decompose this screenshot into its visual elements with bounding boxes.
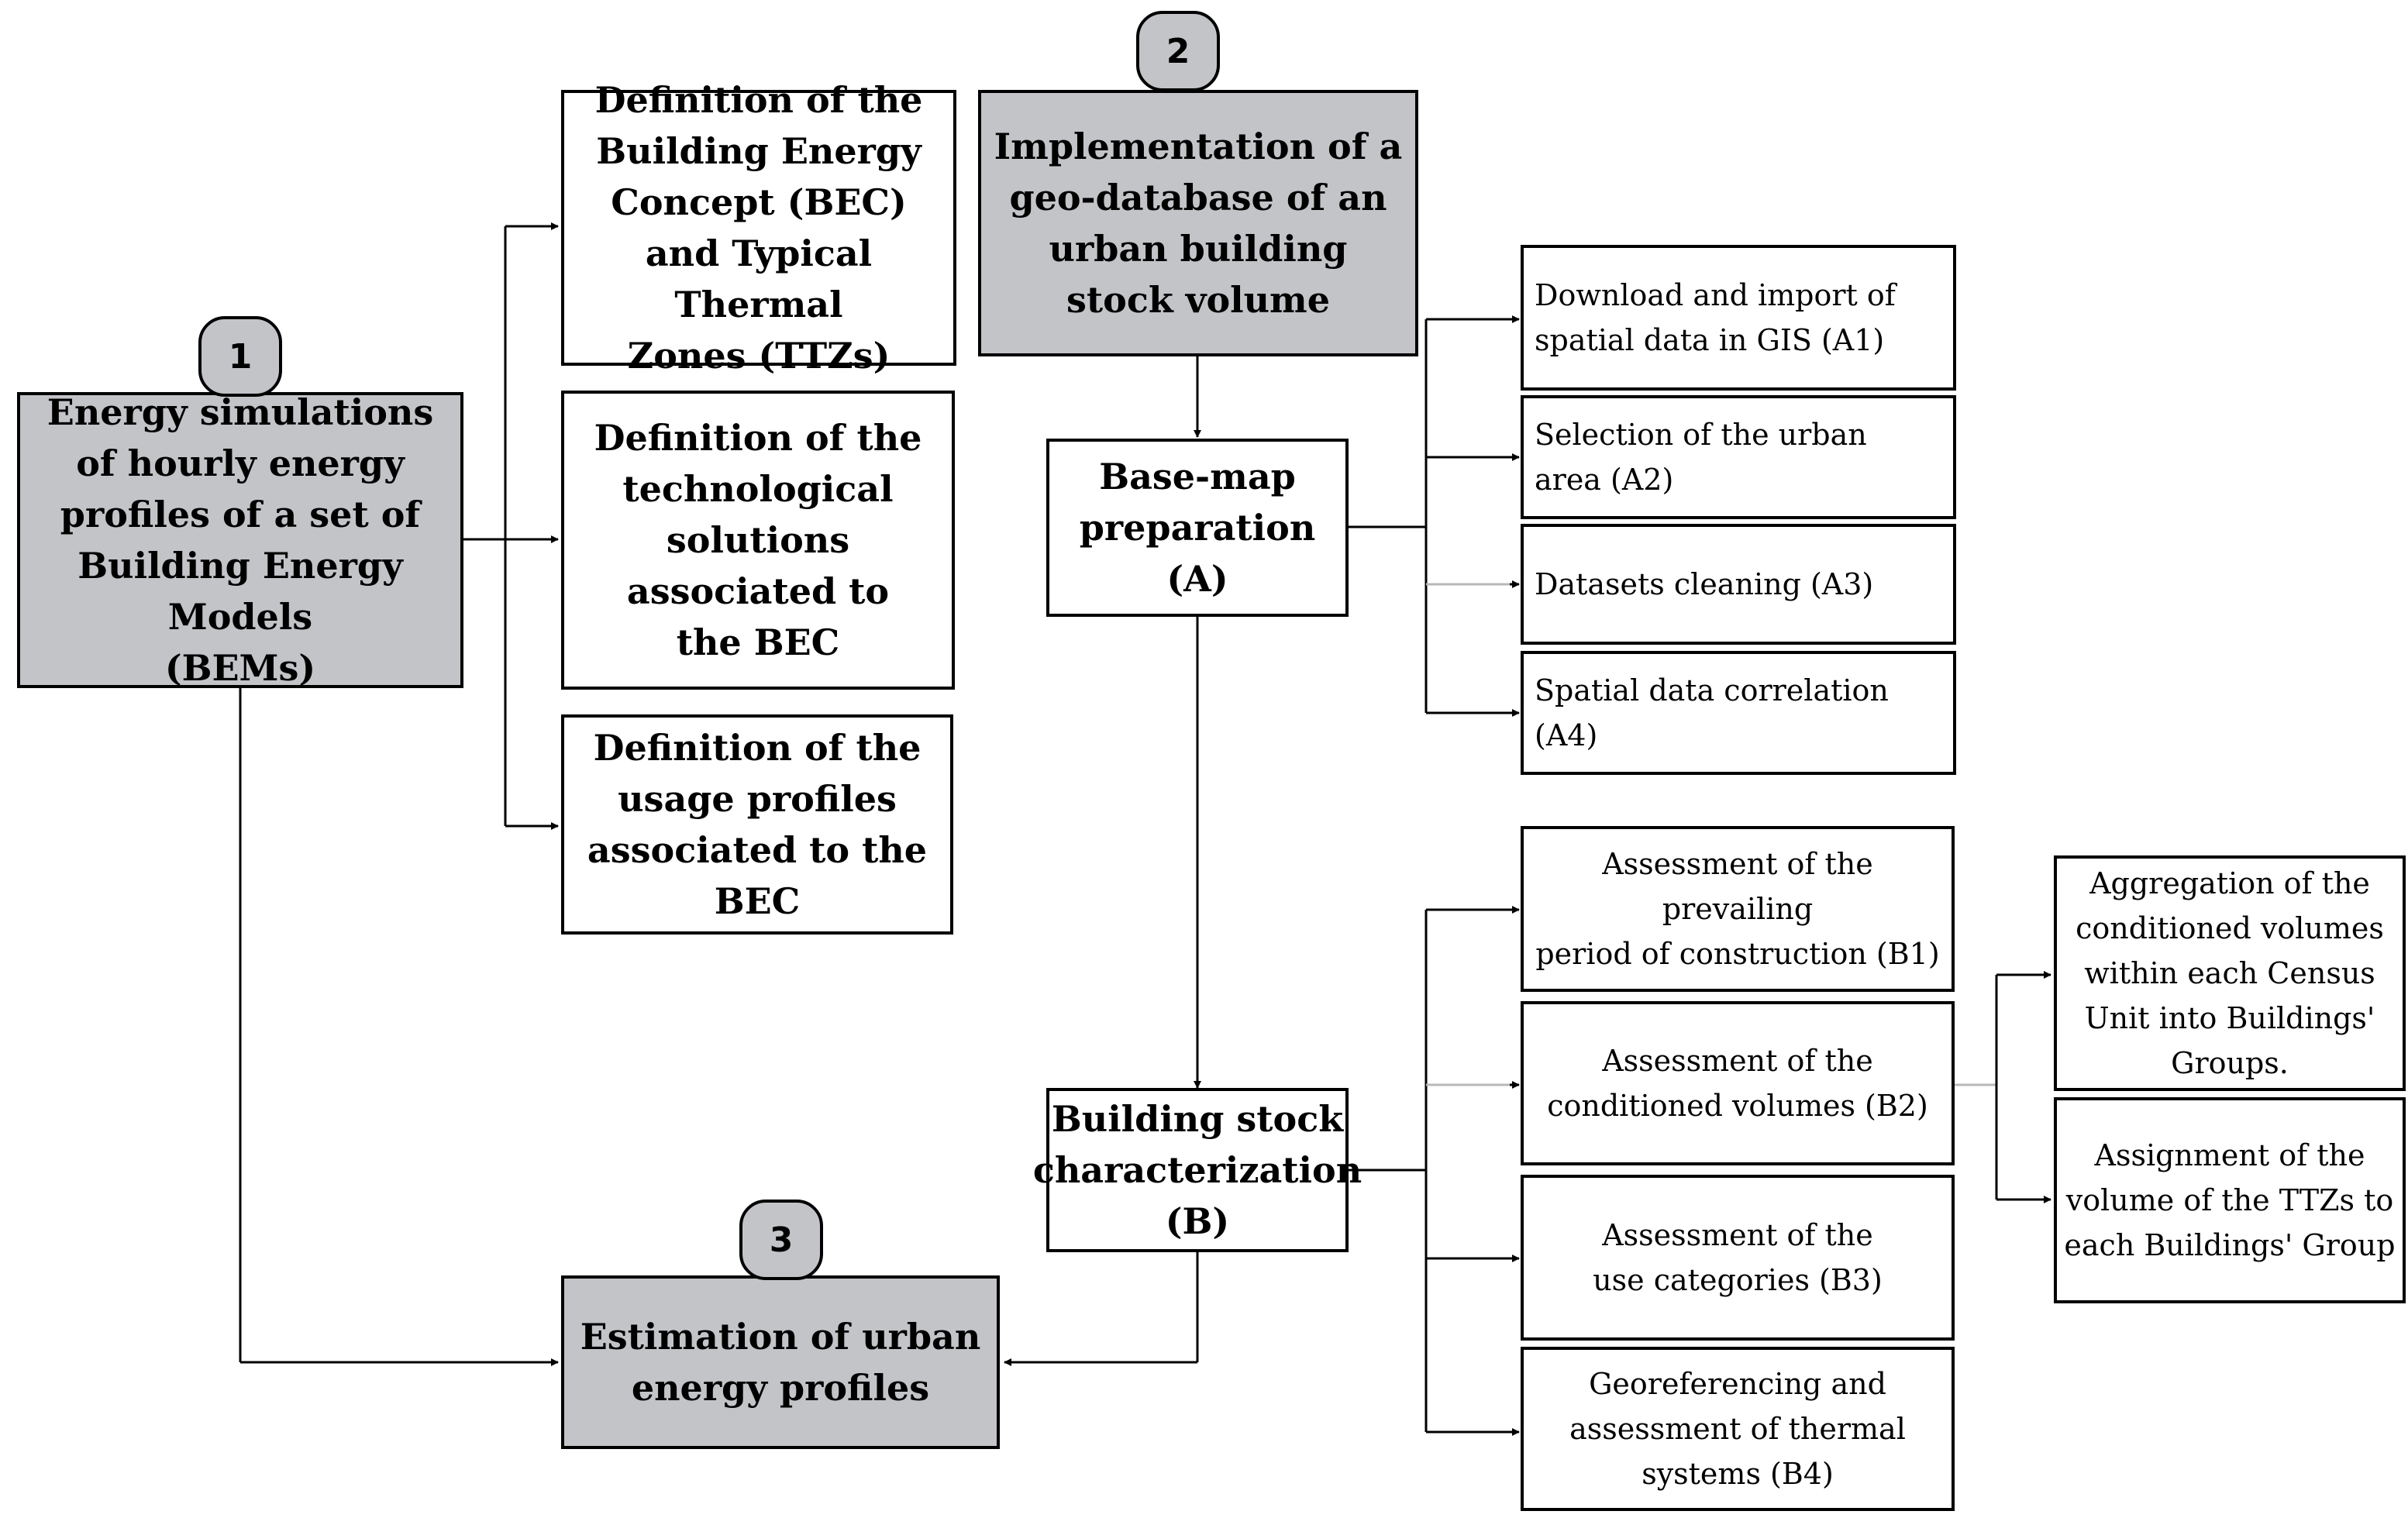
step-2-text: Implementation of a geo-database of an u… bbox=[994, 126, 1403, 321]
subtask-aggregation-text: Aggregation of the conditioned volumes w… bbox=[2076, 866, 2384, 1080]
task-a4-text: Spatial data correlation (A4) bbox=[1535, 673, 1889, 752]
step-2-number: 2 bbox=[1166, 31, 1190, 71]
task-a1-text: Download and import of spatial data in G… bbox=[1535, 278, 1896, 357]
task-b3-box: Assessment of the use categories (B3) bbox=[1521, 1175, 1955, 1341]
task-a4-box: Spatial data correlation (A4) bbox=[1521, 651, 1956, 775]
phase-b-building-stock: Building stock characterization (B) bbox=[1033, 1088, 1362, 1252]
phase-a-base-map: Base-map preparation (A) bbox=[1046, 439, 1349, 617]
task-b4-text: Georeferencing and assessment of thermal… bbox=[1569, 1367, 1906, 1491]
definition-technological-box: Definition of the technological solution… bbox=[561, 391, 955, 690]
phase-b-text: Building stock characterization (B) bbox=[1032, 1098, 1362, 1242]
task-a3-text: Datasets cleaning (A3) bbox=[1535, 567, 1874, 601]
subtask-aggregation-box: Aggregation of the conditioned volumes w… bbox=[2054, 855, 2406, 1091]
subtask-assignment-box: Assignment of the volume of the TTZs to … bbox=[2054, 1097, 2406, 1303]
step-2-badge: 2 bbox=[1136, 11, 1220, 91]
subtask-assignment-text: Assignment of the volume of the TTZs to … bbox=[2064, 1138, 2396, 1262]
task-b2-box: Assessment of the conditioned volumes (B… bbox=[1521, 1001, 1955, 1165]
definition-technological-text: Definition of the technological solution… bbox=[594, 417, 922, 663]
definition-usage-box: Definition of the usage profiles associa… bbox=[561, 714, 953, 935]
task-a3-box: Datasets cleaning (A3) bbox=[1521, 524, 1956, 645]
step-3-urban-energy-profiles: Estimation of urban energy profiles bbox=[561, 1275, 1000, 1449]
step-3-badge: 3 bbox=[739, 1200, 823, 1280]
task-b3-text: Assessment of the use categories (B3) bbox=[1593, 1218, 1883, 1297]
step-1-number: 1 bbox=[228, 336, 253, 377]
definition-usage-text: Definition of the usage profiles associa… bbox=[587, 727, 928, 922]
definition-bec-text: Definition of the Building Energy Concep… bbox=[594, 79, 923, 377]
step-3-number: 3 bbox=[769, 1220, 794, 1260]
task-b2-text: Assessment of the conditioned volumes (B… bbox=[1547, 1044, 1928, 1123]
task-b1-box: Assessment of the prevailing period of c… bbox=[1521, 826, 1955, 992]
phase-a-text: Base-map preparation (A) bbox=[1079, 456, 1316, 600]
step-1-badge: 1 bbox=[198, 316, 282, 397]
task-a2-box: Selection of the urban area (A2) bbox=[1521, 395, 1956, 519]
task-a1-box: Download and import of spatial data in G… bbox=[1521, 245, 1956, 391]
step-1-text: Energy simulations of hourly energy prof… bbox=[47, 391, 434, 689]
step-1-energy-simulations: Energy simulations of hourly energy prof… bbox=[17, 391, 463, 689]
task-b4-box: Georeferencing and assessment of thermal… bbox=[1521, 1347, 1955, 1511]
task-a2-text: Selection of the urban area (A2) bbox=[1535, 418, 1867, 497]
step-3-text: Estimation of urban energy profiles bbox=[580, 1316, 981, 1409]
task-b1-text: Assessment of the prevailing period of c… bbox=[1535, 847, 1940, 971]
definition-bec-box: Definition of the Building Energy Concep… bbox=[561, 79, 956, 377]
step-2-geo-database: Implementation of a geo-database of an u… bbox=[978, 90, 1418, 356]
